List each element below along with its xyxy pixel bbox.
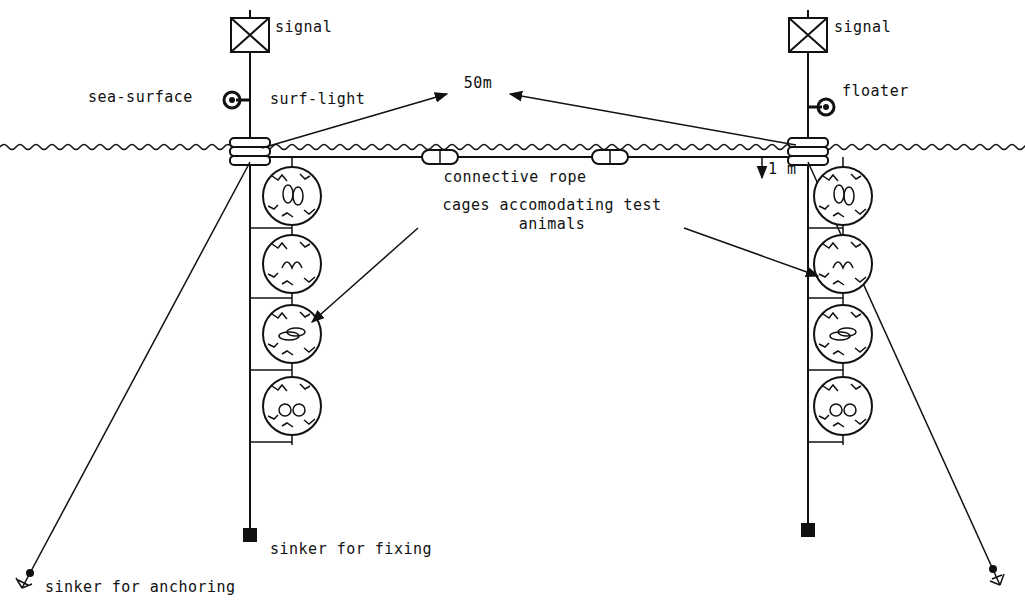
- sea-surface-label: sea-surface: [88, 88, 208, 107]
- sea-surface-wave: [0, 145, 1025, 150]
- floater-label: floater: [842, 82, 932, 101]
- cages-label: cages accomodating test animals: [420, 196, 684, 234]
- signal-label: signal: [834, 18, 914, 37]
- sinker-fixing-label: sinker for fixing: [270, 540, 460, 559]
- distance-label: 50m: [450, 74, 506, 93]
- sinker-anchoring-label: sinker for anchoring: [45, 578, 285, 597]
- surf-light-label: surf-light: [270, 90, 380, 109]
- signal-label: signal: [275, 18, 355, 37]
- depth-label: 1 m: [768, 160, 802, 179]
- rope-label: connective rope: [435, 168, 595, 187]
